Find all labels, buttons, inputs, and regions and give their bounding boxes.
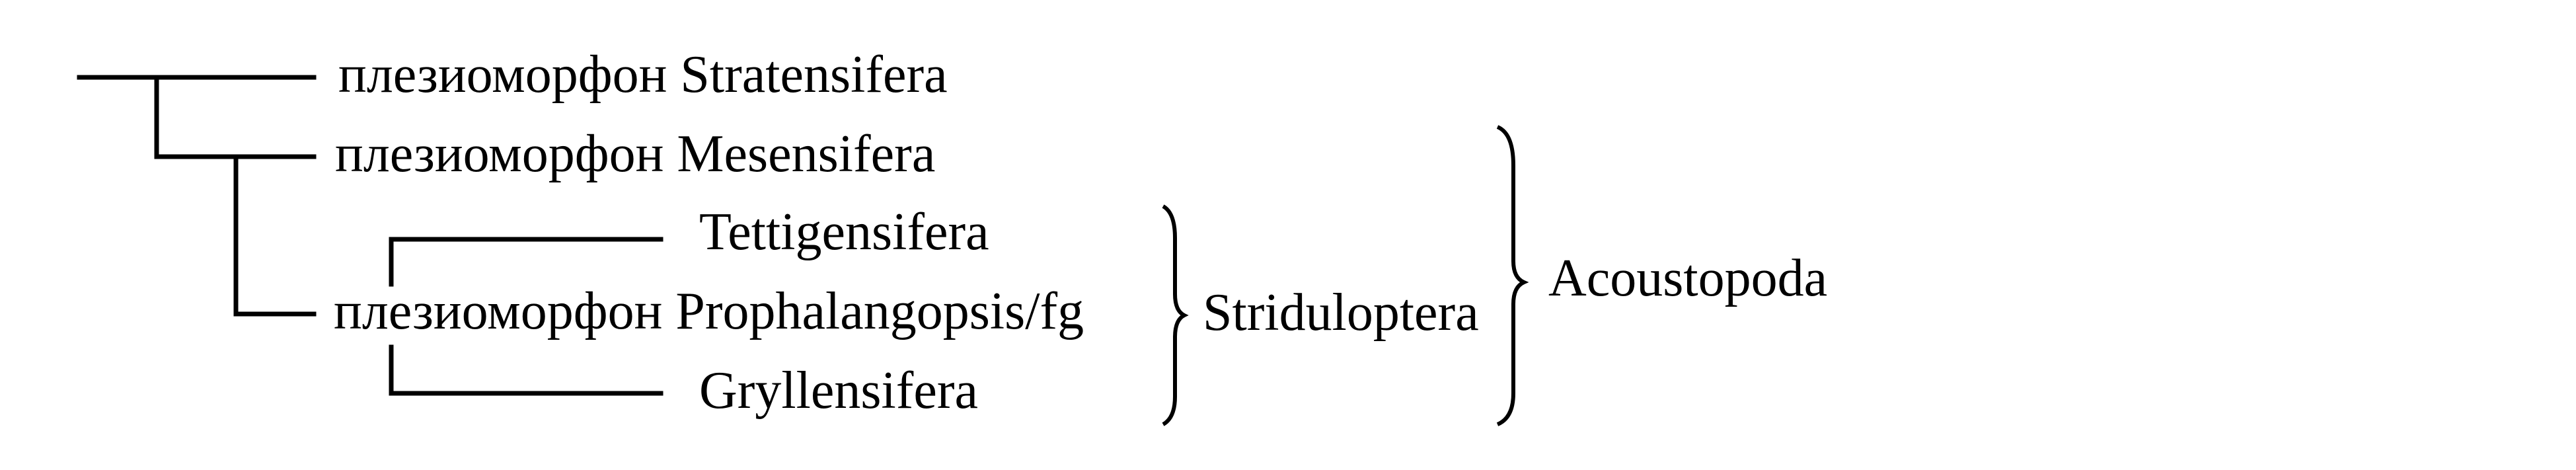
taxon-gryllensifera: Gryllensifera <box>699 362 979 420</box>
striduloptera-brace <box>1162 204 1189 426</box>
acoustopoda-brace <box>1496 125 1529 426</box>
taxon-tettigensifera: Tettigensifera <box>699 203 989 261</box>
group-acoustopoda: Acoustopoda <box>1548 249 1828 307</box>
group-striduloptera: Striduloptera <box>1203 284 1479 342</box>
taxon-prophalangopsis: плезиоморфон Prophalangopsis/fg <box>334 282 1084 340</box>
taxon-stratensifera: плезиоморфон Stratensifera <box>338 46 948 104</box>
taxon-mesensifera: плезиоморфон Mesensifera <box>335 125 936 183</box>
